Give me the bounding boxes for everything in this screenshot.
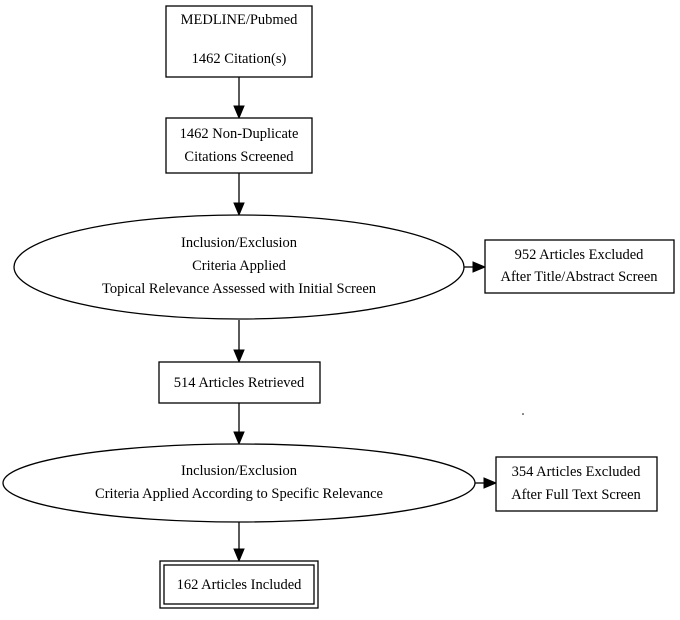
criteria-initial-line-3: Topical Relevance Assessed with Initial … (102, 281, 377, 297)
excluded-title-line-2: After Title/Abstract Screen (500, 269, 658, 285)
edge-retrieved-to-criteria-specific (233, 403, 245, 446)
edge-criteria-initial-to-retrieved (233, 320, 245, 364)
included-label: 162 Articles Included (177, 577, 303, 593)
edge-criteria-specific-to-included (233, 522, 245, 563)
edge-criteria-initial-to-excluded-title (463, 261, 487, 273)
screened-line-1: 1462 Non-Duplicate (180, 126, 299, 142)
screened-line-2: Citations Screened (184, 149, 294, 165)
stray-dot (522, 413, 524, 415)
node-screened: 1462 Non-Duplicate Citations Screened (165, 117, 313, 174)
criteria-specific-line-1: Inclusion/Exclusion (181, 463, 298, 479)
excluded-fulltext-line-1: 354 Articles Excluded (512, 464, 642, 480)
retrieved-label: 514 Articles Retrieved (174, 375, 305, 391)
source-title: MEDLINE/Pubmed (181, 12, 299, 28)
edge-screened-to-criteria-initial (233, 173, 245, 217)
node-criteria-specific: Inclusion/Exclusion Criteria Applied Acc… (2, 443, 476, 523)
node-excluded-title: 952 Articles Excluded After Title/Abstra… (484, 239, 675, 294)
source-count: 1462 Citation(s) (192, 51, 287, 67)
node-source: MEDLINE/Pubmed 1462 Citation(s) (165, 5, 313, 78)
node-retrieved: 514 Articles Retrieved (158, 361, 321, 404)
criteria-initial-line-1: Inclusion/Exclusion (181, 235, 298, 251)
node-criteria-initial: Inclusion/Exclusion Criteria Applied Top… (13, 214, 465, 320)
edge-criteria-specific-to-excluded-fulltext (475, 477, 498, 489)
criteria-specific-line-2: Criteria Applied According to Specific R… (95, 486, 383, 502)
excluded-fulltext-line-2: After Full Text Screen (511, 487, 641, 503)
edge-source-to-screened (233, 77, 245, 120)
node-excluded-fulltext: 354 Articles Excluded After Full Text Sc… (495, 456, 658, 512)
criteria-initial-line-2: Criteria Applied (192, 258, 287, 274)
edges (233, 77, 498, 563)
node-included: 162 Articles Included (159, 560, 319, 609)
excluded-title-line-1: 952 Articles Excluded (515, 247, 645, 263)
